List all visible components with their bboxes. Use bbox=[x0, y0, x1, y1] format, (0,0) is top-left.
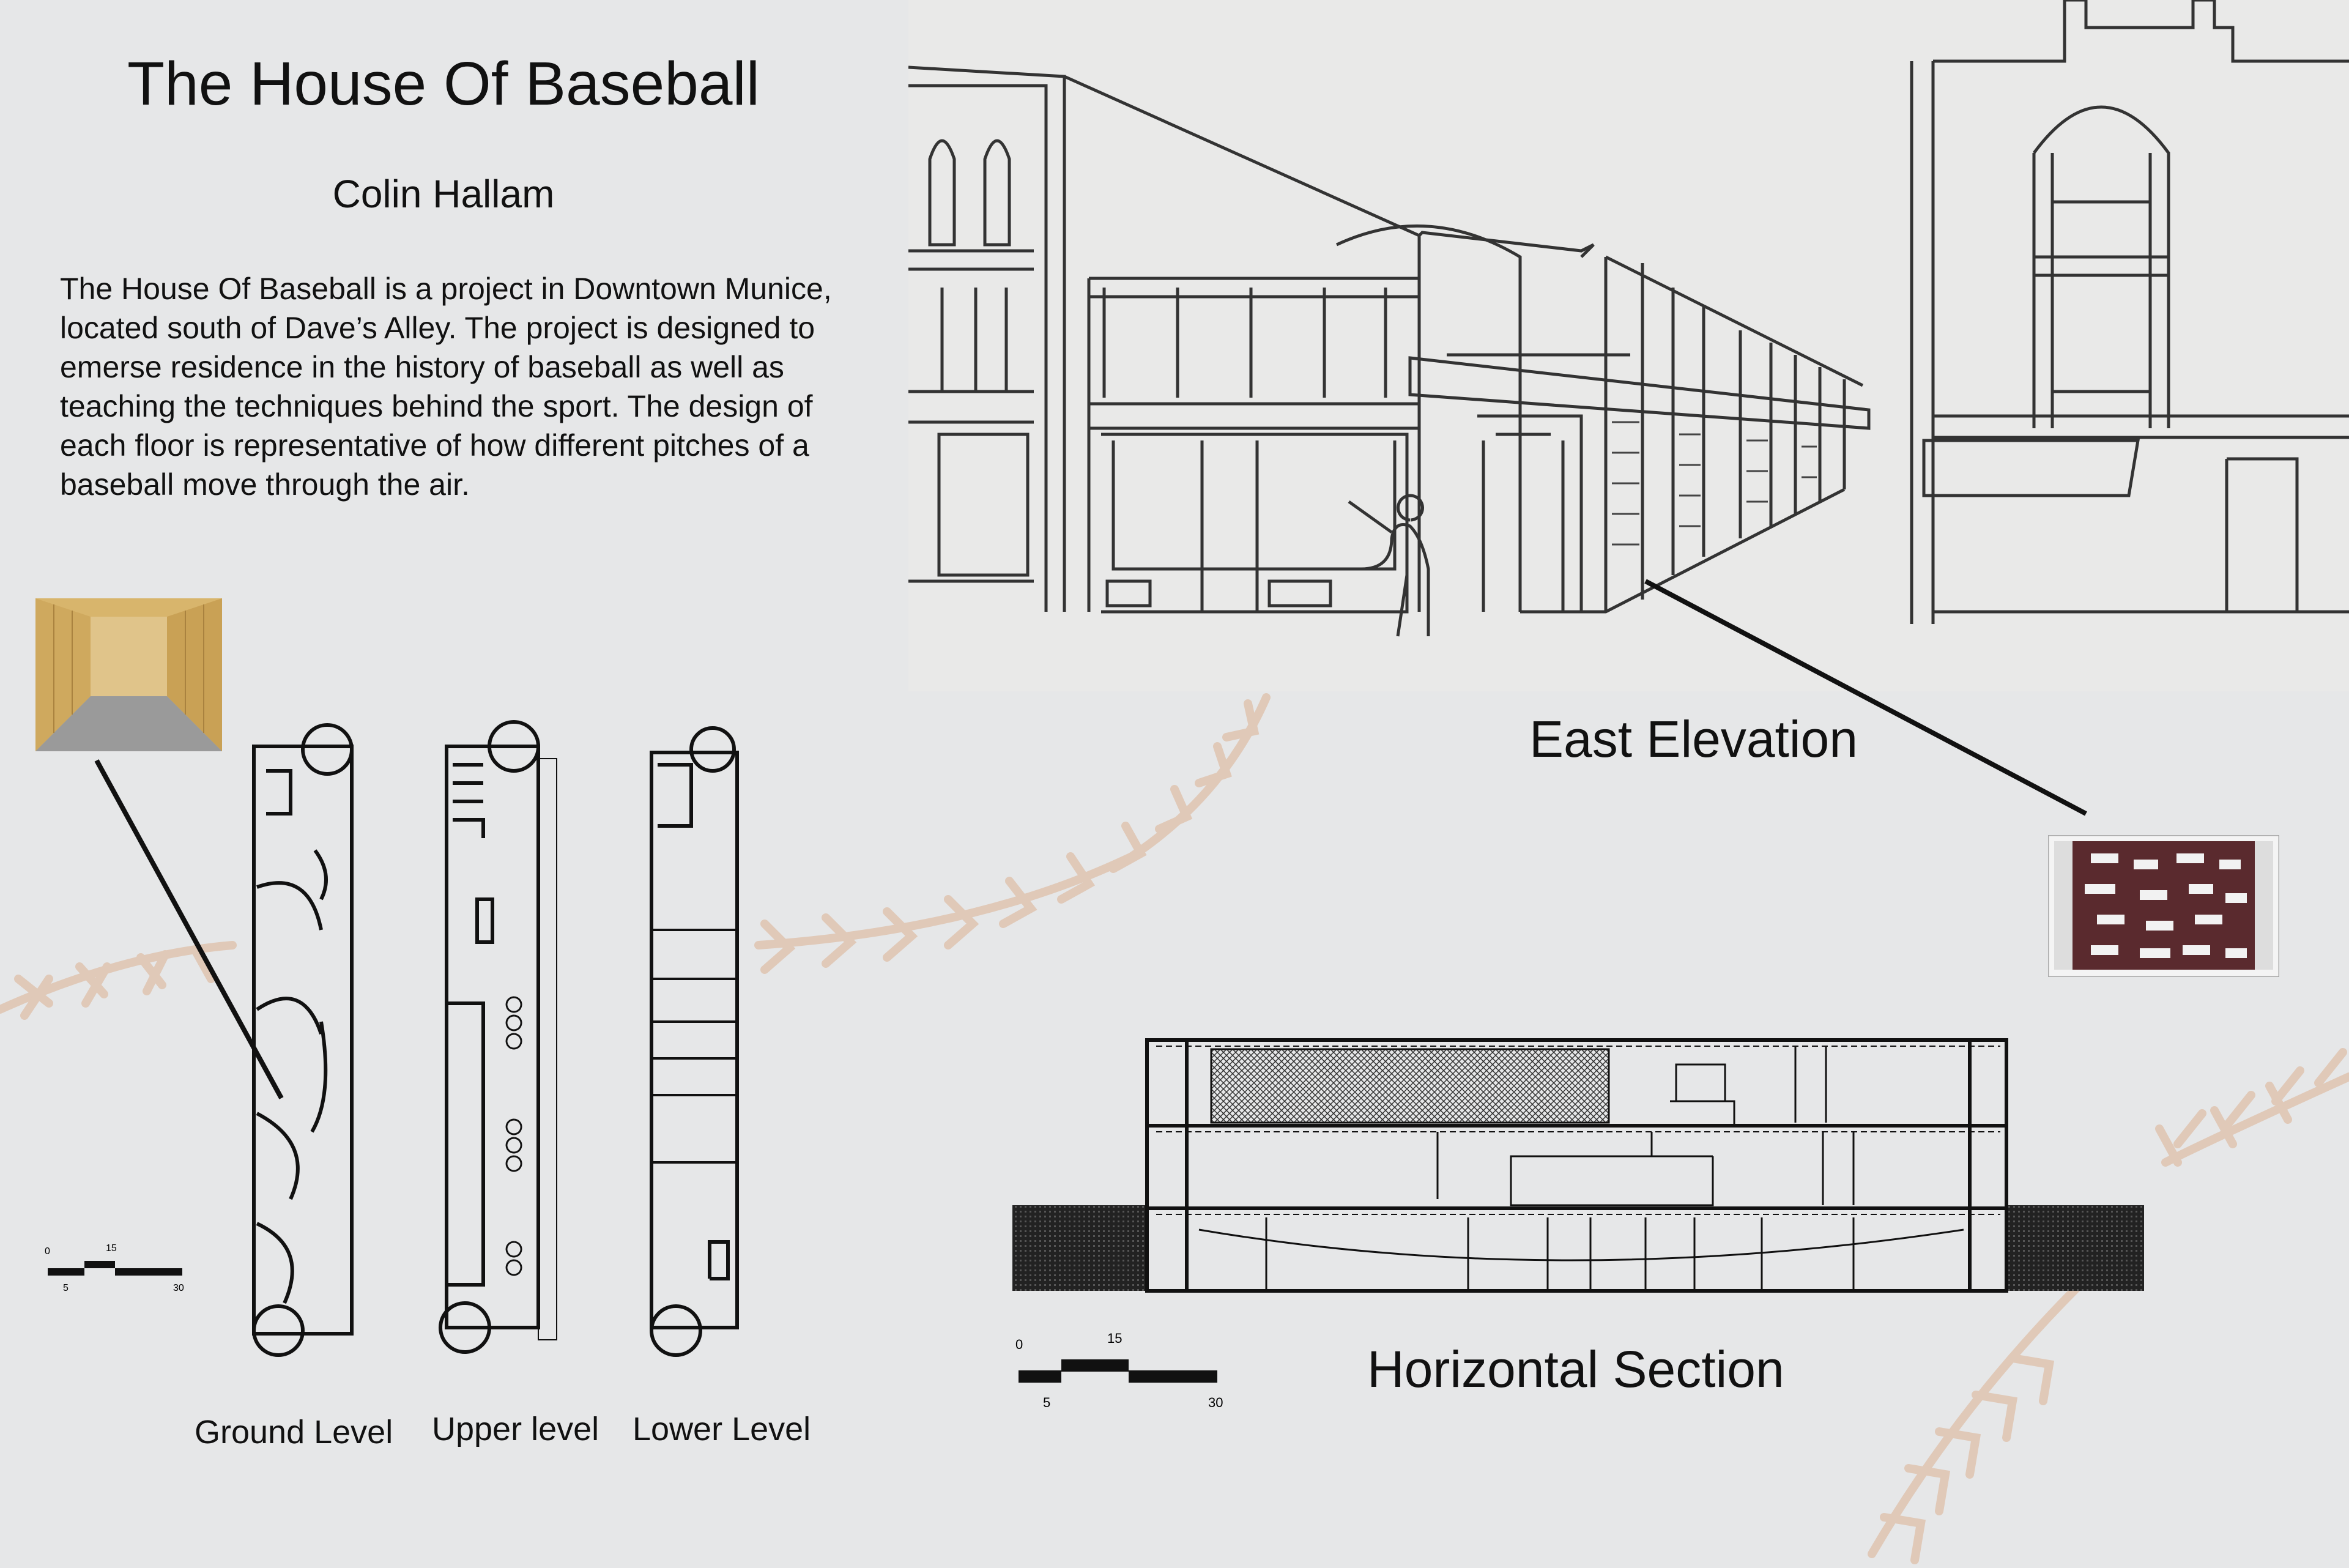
scale-five-large: 5 bbox=[1043, 1395, 1050, 1410]
lower-level-label: Lower Level bbox=[633, 1411, 811, 1447]
scale-zero: 0 bbox=[45, 1246, 50, 1257]
scale-fifteen-large: 15 bbox=[1107, 1331, 1122, 1346]
scale-thirty: 30 bbox=[173, 1283, 184, 1293]
scale-zero-large: 0 bbox=[1015, 1337, 1023, 1352]
horizontal-section-drawing bbox=[1012, 1038, 2144, 1293]
author-name: Colin Hallam bbox=[332, 172, 555, 216]
scale-five: 5 bbox=[63, 1283, 69, 1293]
east-elevation-label: East Elevation bbox=[1529, 710, 1858, 768]
brick-detail-image bbox=[2048, 835, 2279, 977]
lower-level-plan bbox=[650, 726, 739, 1357]
small-scale-bar: 0 15 5 30 bbox=[45, 1243, 184, 1293]
east-elevation-drawing bbox=[908, 0, 2349, 691]
ground-level-label: Ground Level bbox=[195, 1414, 393, 1451]
horizontal-section-label: Horizontal Section bbox=[1367, 1340, 1784, 1398]
scale-thirty-large: 30 bbox=[1208, 1395, 1223, 1410]
project-description: The House Of Baseball is a project in Do… bbox=[60, 272, 832, 502]
upper-level-plan bbox=[439, 720, 557, 1354]
page-title: The House Of Baseball bbox=[127, 50, 760, 118]
upper-level-label: Upper level bbox=[432, 1411, 599, 1447]
brick-callout-line bbox=[1644, 579, 2087, 816]
scale-fifteen: 15 bbox=[106, 1243, 117, 1254]
hallway-callout-line bbox=[94, 759, 284, 1099]
large-scale-bar: 0 15 5 30 bbox=[1015, 1331, 1223, 1410]
ground-level-plan bbox=[252, 723, 354, 1357]
hallway-image bbox=[35, 598, 222, 751]
